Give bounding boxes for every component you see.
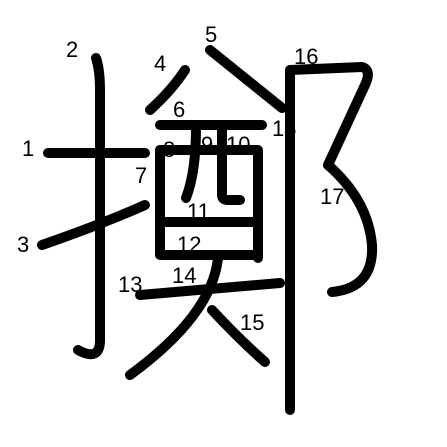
stroke-15: [207, 305, 270, 367]
stroke-number-9: 9: [201, 132, 213, 157]
stroke-number-15: 15: [240, 310, 264, 335]
stroke-number-11: 11: [187, 199, 210, 224]
stroke-14: [125, 253, 223, 380]
stroke-9: [181, 123, 201, 203]
stroke-number-16: 16: [294, 44, 318, 69]
stroke-number-6: 6: [173, 97, 185, 122]
stroke-number-14: 14: [172, 263, 196, 288]
stroke-3: [37, 200, 150, 250]
stroke-number-4: 4: [154, 51, 166, 76]
stroke-5: [205, 45, 287, 113]
stroke-number-8: 8: [163, 137, 175, 162]
stroke-number-13: 13: [118, 272, 142, 297]
stroke-number-12: 12: [177, 232, 201, 257]
stroke-10: [217, 123, 245, 205]
stroke-number-18: 18: [272, 116, 296, 141]
stroke-number-1: 1: [22, 136, 34, 161]
stroke-number-3: 3: [17, 232, 29, 257]
stroke-4: [145, 65, 190, 115]
stroke-number-7: 7: [135, 163, 147, 188]
stroke-number-2: 2: [66, 37, 78, 62]
stroke-number-5: 5: [205, 22, 217, 47]
stroke-number-10: 10: [226, 132, 250, 157]
stroke-number-17: 17: [320, 184, 344, 209]
stroke-16: [285, 62, 378, 297]
stroke-2: [73, 53, 105, 360]
